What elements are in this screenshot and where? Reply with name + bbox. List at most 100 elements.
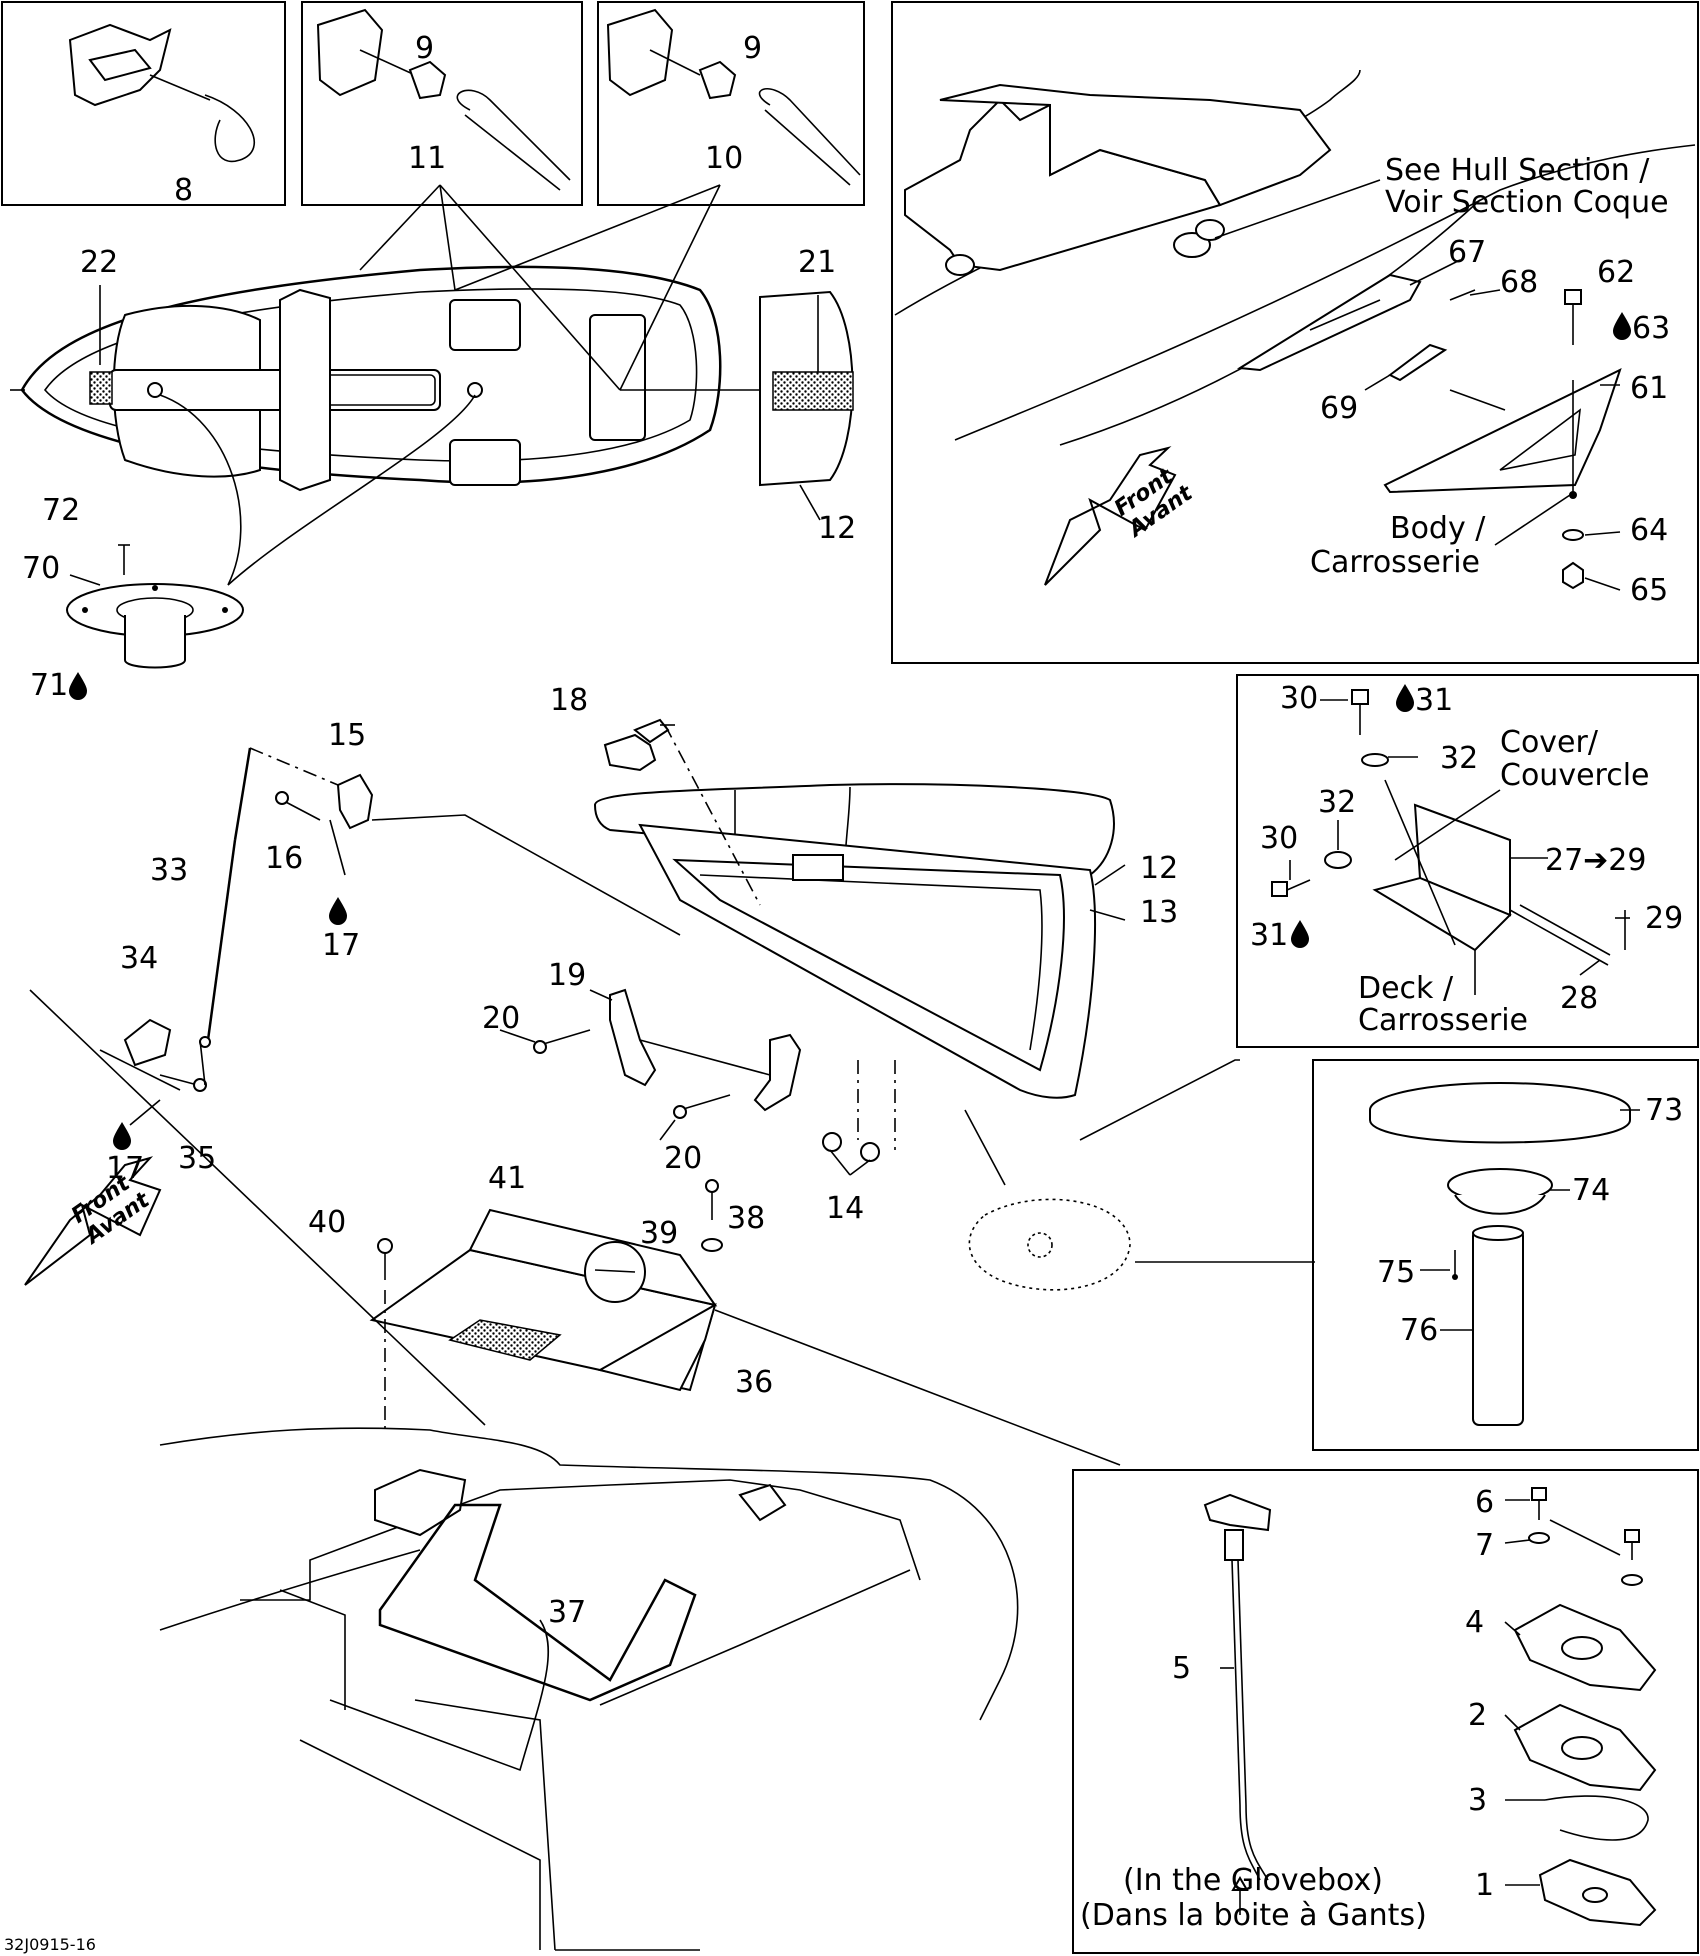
callout-13: 13 bbox=[1140, 895, 1178, 930]
cover-note-en: Cover/ bbox=[1500, 725, 1599, 760]
callout-31b: 31 bbox=[1250, 918, 1288, 953]
bolt-62 bbox=[1564, 289, 1582, 305]
screw-20b bbox=[679, 1094, 731, 1111]
callout-41: 41 bbox=[488, 1161, 526, 1196]
callout-19: 19 bbox=[548, 958, 586, 993]
callout-32b: 32 bbox=[1318, 785, 1356, 820]
bracket-34 bbox=[123, 1018, 172, 1067]
dipstick-art bbox=[1203, 1493, 1272, 1915]
callout-69: 69 bbox=[1320, 391, 1358, 426]
callout-37: 37 bbox=[548, 1595, 586, 1630]
leaders-top-left bbox=[69, 184, 821, 586]
latch-18 bbox=[603, 718, 675, 772]
callout-38: 38 bbox=[727, 1201, 765, 1236]
watercraft-top-view bbox=[10, 265, 722, 492]
seat-outline-dotted bbox=[968, 1198, 1131, 1291]
leaders-table bbox=[1420, 1109, 1640, 1331]
inset-clamp-art bbox=[68, 23, 256, 163]
callout-39: 39 bbox=[640, 1216, 678, 1251]
hinge-19b bbox=[753, 1033, 802, 1112]
callout-12b: 12 bbox=[1140, 851, 1178, 886]
leaders-glovebox bbox=[1220, 1499, 1545, 1886]
callout-36: 36 bbox=[735, 1365, 773, 1400]
inset-box-hinge bbox=[1236, 674, 1699, 1048]
nut-65 bbox=[1562, 561, 1584, 590]
glovebox-cover bbox=[593, 783, 1115, 1099]
inset-box-screw-11 bbox=[301, 1, 583, 206]
bumper-14a bbox=[822, 1132, 842, 1152]
glovebox-note-fr: (Dans la boite à Gants) bbox=[1080, 1898, 1427, 1933]
mesh-41 bbox=[448, 1319, 562, 1361]
callout-71: 71 bbox=[30, 668, 68, 703]
callout-68: 68 bbox=[1500, 265, 1538, 300]
hull-art bbox=[894, 69, 1696, 446]
callout-15: 15 bbox=[328, 718, 366, 753]
text-notes: See Hull Section / Voir Section Coque Bo… bbox=[4, 153, 1669, 1954]
callout-28: 28 bbox=[1560, 981, 1598, 1016]
callout-12a: 12 bbox=[818, 511, 856, 546]
callout-73: 73 bbox=[1645, 1093, 1683, 1128]
inset-box-table bbox=[1312, 1059, 1699, 1451]
callout-76: 76 bbox=[1400, 1313, 1438, 1348]
hull-section-note-fr: Voir Section Coque bbox=[1385, 185, 1669, 220]
table-art bbox=[1369, 1082, 1631, 1426]
gas-strut-33 bbox=[233, 747, 252, 841]
leaders-center bbox=[99, 747, 1126, 1176]
decal-22 bbox=[89, 371, 113, 405]
callout-75: 75 bbox=[1377, 1255, 1415, 1290]
deck-note-fr: Carrosserie bbox=[1358, 1003, 1528, 1038]
callout-30b: 30 bbox=[1260, 821, 1298, 856]
callout-63: 63 bbox=[1632, 311, 1670, 346]
inset-box-glovebox bbox=[1072, 1469, 1699, 1954]
callout-2: 2 bbox=[1468, 1698, 1487, 1733]
callout-16: 16 bbox=[265, 841, 303, 876]
callout-17a: 17 bbox=[322, 928, 360, 963]
callout-1: 1 bbox=[1475, 1868, 1494, 1903]
callout-6: 6 bbox=[1475, 1485, 1494, 1520]
leaders-hull bbox=[1214, 179, 1621, 591]
callout-29: 29 bbox=[1645, 901, 1683, 936]
front-arrow-top-labels: Front Avant bbox=[1110, 463, 1198, 543]
front-arrow-bottom bbox=[24, 1156, 162, 1286]
callout-11: 11 bbox=[408, 141, 446, 176]
hull-lower-view bbox=[29, 989, 1019, 1951]
callout-70: 70 bbox=[22, 551, 60, 586]
callout-14: 14 bbox=[826, 1191, 864, 1226]
deck-note-en: Deck / bbox=[1358, 971, 1454, 1006]
callout-61: 61 bbox=[1630, 371, 1668, 406]
seal-37 bbox=[378, 1503, 697, 1702]
bracket-15 bbox=[336, 773, 374, 830]
hinge-19 bbox=[609, 988, 657, 1087]
inset-box-hull bbox=[891, 1, 1699, 664]
body-note-en: Body / bbox=[1390, 511, 1486, 546]
callout-9a: 9 bbox=[415, 31, 434, 66]
callout-labels: 8 9 11 9 10 22 21 12 72 70 71 67 68 62 6… bbox=[22, 31, 1683, 1903]
body-note-fr: Carrosserie bbox=[1310, 545, 1480, 580]
callout-4: 4 bbox=[1465, 1605, 1484, 1640]
callout-64: 64 bbox=[1630, 513, 1668, 548]
washer-64 bbox=[1562, 529, 1584, 541]
inset-screw-11-art bbox=[316, 8, 571, 191]
gauge-mount-70 bbox=[66, 544, 244, 669]
washer-39 bbox=[701, 1238, 723, 1252]
callout-17b: 17 bbox=[106, 1151, 144, 1186]
callout-27-29: 27➔29 bbox=[1545, 843, 1646, 878]
callout-72: 72 bbox=[42, 493, 80, 528]
callout-10: 10 bbox=[705, 141, 743, 176]
hull-section-note-en: See Hull Section / bbox=[1385, 153, 1650, 188]
callout-9b: 9 bbox=[743, 31, 762, 66]
inset-screw-10-art bbox=[606, 8, 861, 186]
decal-21 bbox=[772, 371, 854, 411]
callout-20b: 20 bbox=[664, 1141, 702, 1176]
plate-69 bbox=[1388, 343, 1448, 382]
callout-32a: 32 bbox=[1440, 741, 1478, 776]
callout-5: 5 bbox=[1172, 1651, 1191, 1686]
callout-33: 33 bbox=[150, 853, 188, 888]
callout-3: 3 bbox=[1468, 1783, 1487, 1818]
callout-31a: 31 bbox=[1415, 683, 1453, 718]
mount-parts-art bbox=[1513, 1487, 1657, 1927]
callout-35: 35 bbox=[178, 1141, 216, 1176]
callout-34: 34 bbox=[120, 941, 158, 976]
callout-20a: 20 bbox=[482, 1001, 520, 1036]
